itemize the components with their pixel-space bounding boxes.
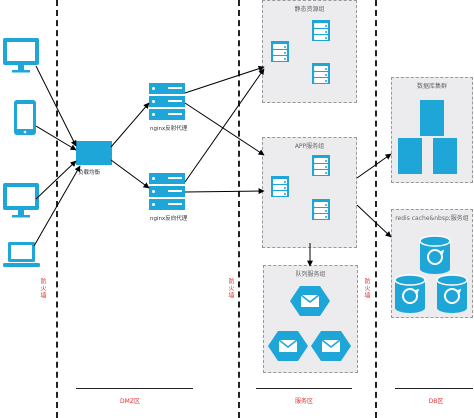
firewall-label-3: 防火墙	[363, 278, 370, 299]
message-queue-icon	[290, 286, 330, 316]
redis-cache-group-title: redis cache&nbsp;服务组	[395, 215, 469, 222]
connector-tablet-to-lb	[35, 125, 77, 151]
load-balancer-label: 负载均衡	[78, 170, 101, 176]
database-node-3-icon	[433, 138, 457, 174]
connector-nginx1-to-app	[184, 102, 265, 156]
connector-app-to-redis	[356, 204, 392, 238]
dmz-zone-label: DMZ区	[120, 398, 140, 405]
connector-nginx2-to-static	[184, 68, 265, 183]
message-queue-icon	[311, 331, 351, 361]
connector-monitor-to-lb	[35, 65, 77, 147]
firewall-label-2: 防火墙	[227, 278, 234, 299]
tablet-icon	[14, 100, 36, 135]
load-balancer-icon	[76, 141, 112, 165]
static-resource-group-title: 静态资源组	[294, 6, 325, 13]
firewall-label-1: 防火墙	[39, 278, 46, 299]
app-server-3-icon	[312, 199, 330, 220]
redis-cache-node-1-icon	[419, 235, 451, 274]
connector-monitor2-to-lb	[35, 160, 77, 200]
message-queue-icon	[268, 331, 308, 361]
connector-nginx1-to-static	[184, 65, 265, 94]
nginx-proxy-1-icon	[149, 83, 185, 121]
desktop-monitor-2-icon	[3, 183, 39, 218]
static-server-1-icon	[312, 20, 330, 41]
desktop-monitor-icon	[3, 38, 39, 73]
database-cluster-group-title: 数据库集群	[416, 83, 447, 90]
redis-cache-node-3-icon	[436, 274, 468, 313]
db-zone-label: DB区	[428, 398, 444, 405]
firewall-line-1	[56, 0, 58, 418]
app-server-2-icon	[271, 176, 289, 197]
app-server-1-icon	[312, 155, 330, 176]
redis-cache-node-2-icon	[394, 274, 426, 313]
laptop-icon	[3, 242, 40, 267]
connector-lb-to-nginx1	[110, 102, 150, 148]
queue-service-group-title: 队列服务组	[295, 271, 326, 278]
static-server-3-icon	[312, 63, 330, 84]
database-node-2-icon	[398, 138, 422, 174]
firewall-line-2	[238, 0, 240, 418]
db-zone-bar	[395, 388, 473, 389]
nginx-proxy-1-label: nginx反射代理	[150, 126, 188, 132]
dmz-zone-bar	[76, 388, 193, 389]
database-node-1-icon	[420, 100, 444, 136]
static-server-2-icon	[271, 41, 289, 62]
connector-nginx2-to-app	[184, 188, 265, 195]
nginx-proxy-2-label: nginx反向代理	[150, 216, 188, 222]
nginx-proxy-2-icon	[149, 173, 185, 211]
connector-laptop-to-lb	[33, 165, 81, 247]
firewall-line-3	[375, 0, 377, 418]
connector-app-to-db	[356, 153, 392, 179]
service-zone-bar	[256, 388, 352, 389]
connector-lb-to-nginx2	[110, 159, 150, 189]
app-service-group-title: APP服务组	[294, 143, 325, 150]
service-zone-label: 服务区	[294, 398, 313, 405]
